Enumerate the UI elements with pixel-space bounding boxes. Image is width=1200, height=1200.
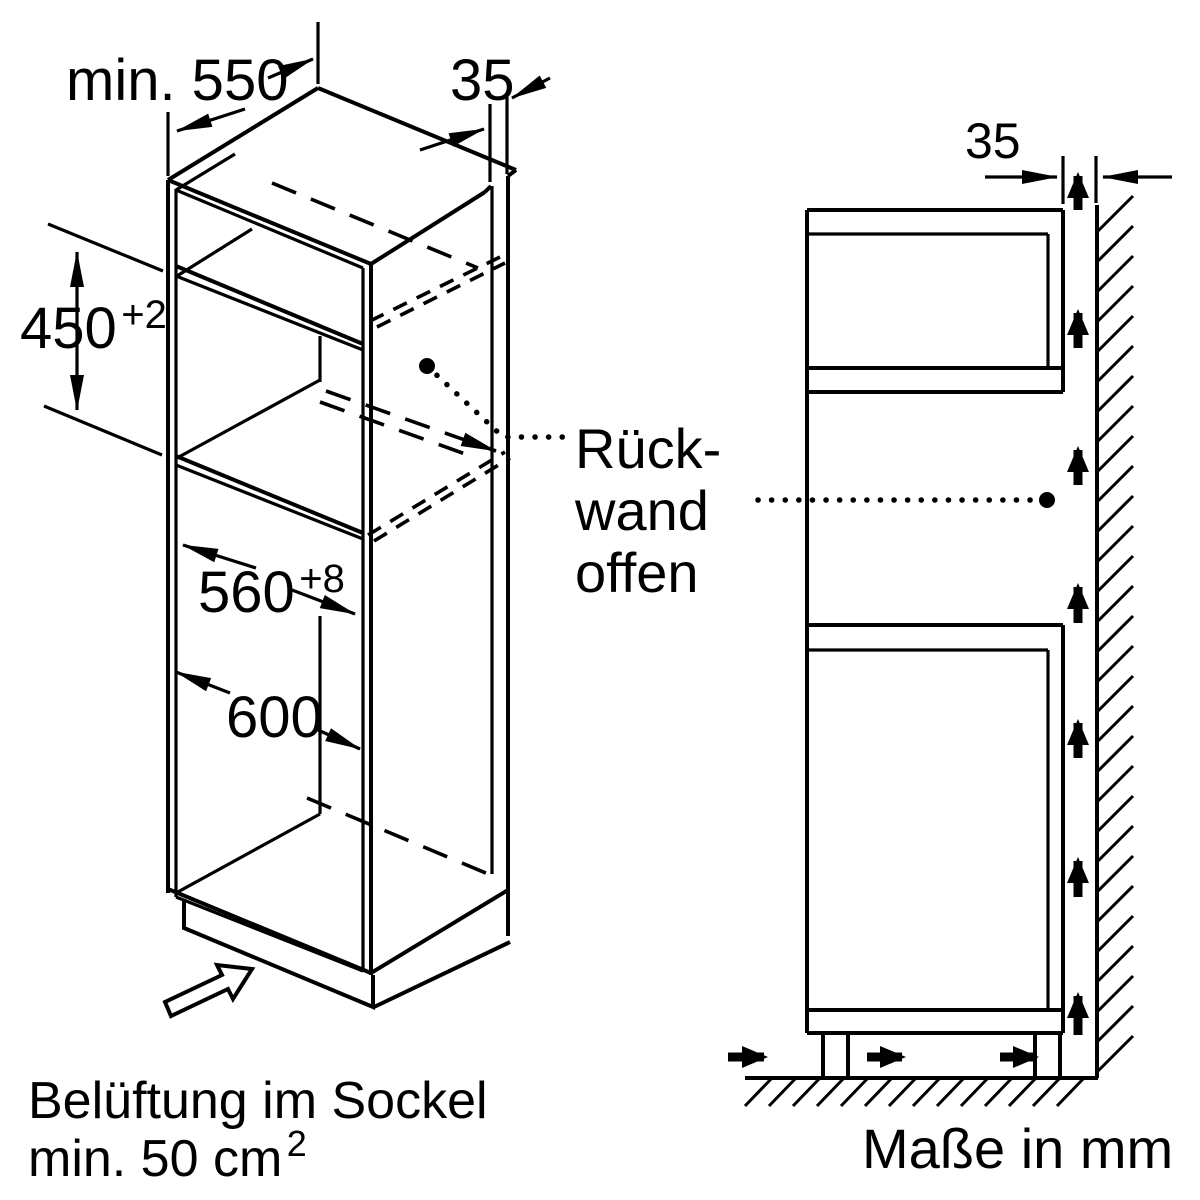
units-note: Maße in mm — [862, 1117, 1173, 1180]
floor-hatching — [743, 1076, 1086, 1108]
leader-dot — [1039, 492, 1055, 508]
dim-niche-height-label: 450 +2 — [20, 293, 167, 361]
cabinet-foot — [821, 1033, 850, 1078]
side-backwall-leader — [755, 492, 1055, 508]
callout-backwall-open: Rück- wand offen — [574, 417, 721, 604]
dim-outer-width-label: 600 — [226, 685, 323, 750]
hidden-back-edges — [271, 181, 511, 881]
dim-back-gap-label: 35 — [450, 48, 515, 113]
callout-line1: Rück- — [575, 417, 721, 480]
dim-wall-gap-label: 35 — [965, 113, 1021, 169]
cabinet-outline — [166, 86, 518, 1011]
cabinet-foot — [1033, 1033, 1062, 1078]
side-cabinet-outline — [805, 208, 1065, 1078]
dimension-outer-width: 600 — [175, 670, 361, 751]
wall-hatching — [1095, 194, 1135, 1074]
airflow-arrows — [728, 172, 1089, 1068]
footnotes: Belüftung im Sockel min. 50 cm 2 Maße in… — [28, 1072, 1173, 1188]
side-section-view: 35 — [728, 113, 1172, 1108]
vent-note-line2: min. 50 cm 2 — [28, 1123, 307, 1188]
callout-line2: wand — [574, 479, 709, 542]
dimension-niche-width: 560 +8 — [182, 543, 356, 625]
callout-line3: offen — [575, 541, 699, 604]
dimension-depth: min. 550 — [66, 22, 320, 176]
vent-direction-arrow — [162, 962, 256, 1019]
dim-depth-label: min. 550 — [66, 48, 288, 113]
wall-and-floor — [743, 194, 1135, 1108]
backwall-leader — [419, 358, 569, 440]
dimension-wall-gap: 35 — [965, 113, 1172, 204]
isometric-cabinet-view: min. 550 35 450 +2 560 — [20, 22, 721, 1019]
dim-niche-width-label: 560 +8 — [198, 557, 345, 625]
dimension-back-gap: 35 — [419, 48, 551, 182]
dimension-niche-height: 450 +2 — [20, 222, 167, 457]
vent-note-line1: Belüftung im Sockel — [28, 1072, 488, 1130]
